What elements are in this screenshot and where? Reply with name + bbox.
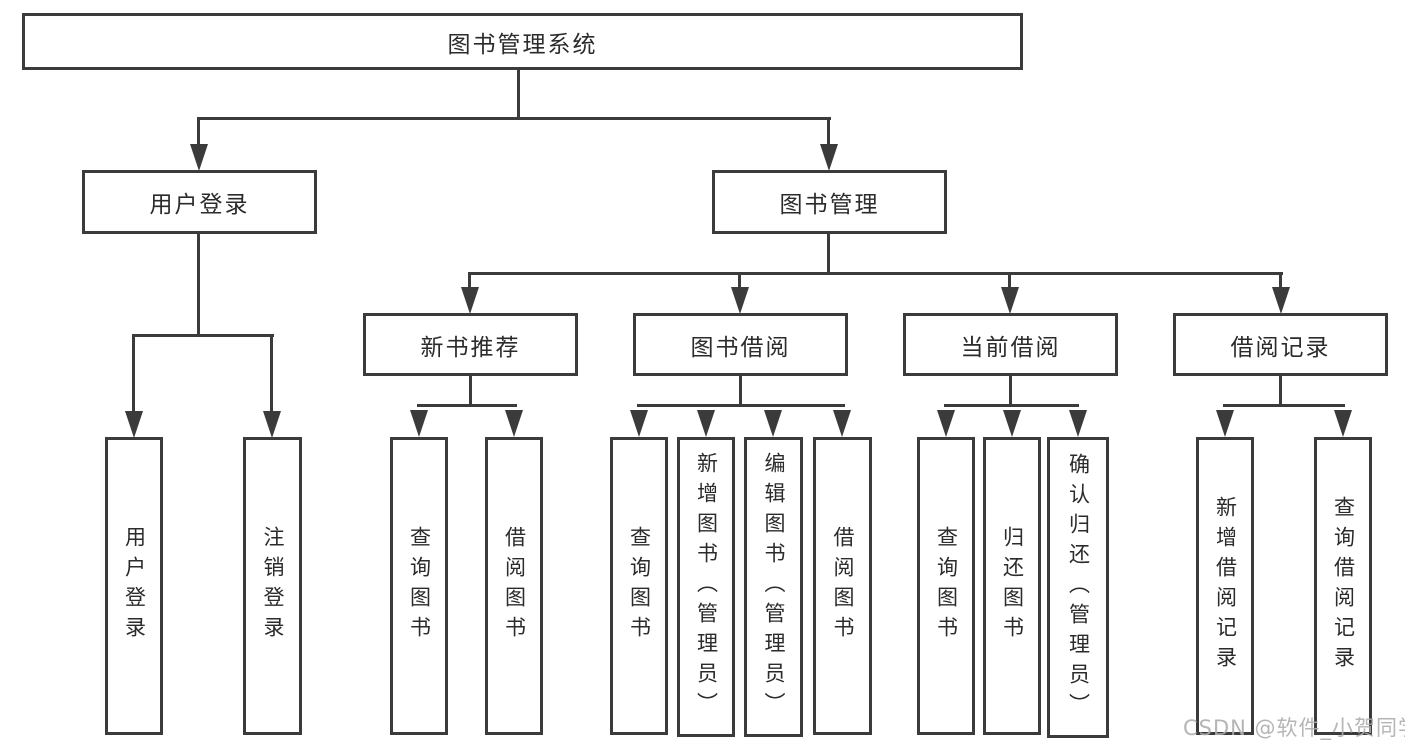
connector-line [1008,272,1011,290]
connector-line [944,404,1079,407]
arrow-down-icon [833,410,851,437]
leaf-borrow-books-recommend: 借阅图书 [485,437,543,735]
connector-line [468,272,1283,275]
leaf-add-borrow-record: 新增借阅记录 [1196,437,1254,735]
arrow-down-icon [1003,410,1021,437]
arrow-down-icon [263,411,281,438]
node-user-login: 用户登录 [82,170,317,234]
leaf-query-borrow-record: 查询借阅记录 [1314,437,1372,735]
connector-line [469,376,472,407]
connector-line [468,272,471,290]
connector-line [827,233,830,275]
leaf-edit-books-admin: 编辑图书（管理员） [744,437,803,737]
connector-line [1009,376,1012,407]
connector-line [197,117,831,120]
arrow-down-icon [1069,410,1087,437]
leaf-query-books-borrow: 查询图书 [610,437,668,735]
connector-line [1279,376,1282,407]
node-current-borrowing: 当前借阅 [903,313,1118,376]
leaf-return-books: 归还图书 [983,437,1041,735]
leaf-add-books-admin: 新增图书（管理员） [677,437,735,737]
connector-line [827,117,830,149]
connector-line [738,272,741,290]
node-library-system: 图书管理系统 [22,13,1023,70]
arrow-down-icon [764,410,782,437]
node-borrowing-records: 借阅记录 [1173,313,1388,376]
connector-line [197,233,200,337]
arrow-down-icon [125,411,143,438]
arrow-down-icon [697,410,715,437]
arrow-down-icon [1001,287,1019,314]
connector-line [270,334,273,414]
arrow-down-icon [630,410,648,437]
arrow-down-icon [731,287,749,314]
leaf-user-login: 用户登录 [105,437,163,735]
watermark: CSDN @软件_小贺同学 [1183,716,1405,740]
connector-line [637,404,845,407]
connector-line [132,334,135,414]
arrow-down-icon [410,410,428,437]
arrow-down-icon [190,144,208,171]
arrow-down-icon [505,410,523,437]
connector-line [1223,404,1345,407]
arrow-down-icon [820,144,838,171]
leaf-borrow-books: 借阅图书 [813,437,872,735]
leaf-confirm-return-admin: 确认归还（管理员） [1047,437,1109,738]
connector-line [517,69,520,120]
arrow-down-icon [1216,410,1234,437]
leaf-logout: 注销登录 [243,437,302,735]
arrow-down-icon [1272,287,1290,314]
node-book-borrowing: 图书借阅 [633,313,848,376]
connector-line [739,376,742,407]
node-new-book-recommend: 新书推荐 [363,313,578,376]
connector-line [132,334,274,337]
leaf-query-books-current: 查询图书 [917,437,975,735]
connector-line [197,117,200,149]
leaf-query-books-recommend: 查询图书 [390,437,448,735]
node-book-management: 图书管理 [712,170,947,234]
arrow-down-icon [937,410,955,437]
arrow-down-icon [1334,410,1352,437]
connector-line [1279,272,1282,290]
connector-line [417,404,517,407]
arrow-down-icon [461,287,479,314]
